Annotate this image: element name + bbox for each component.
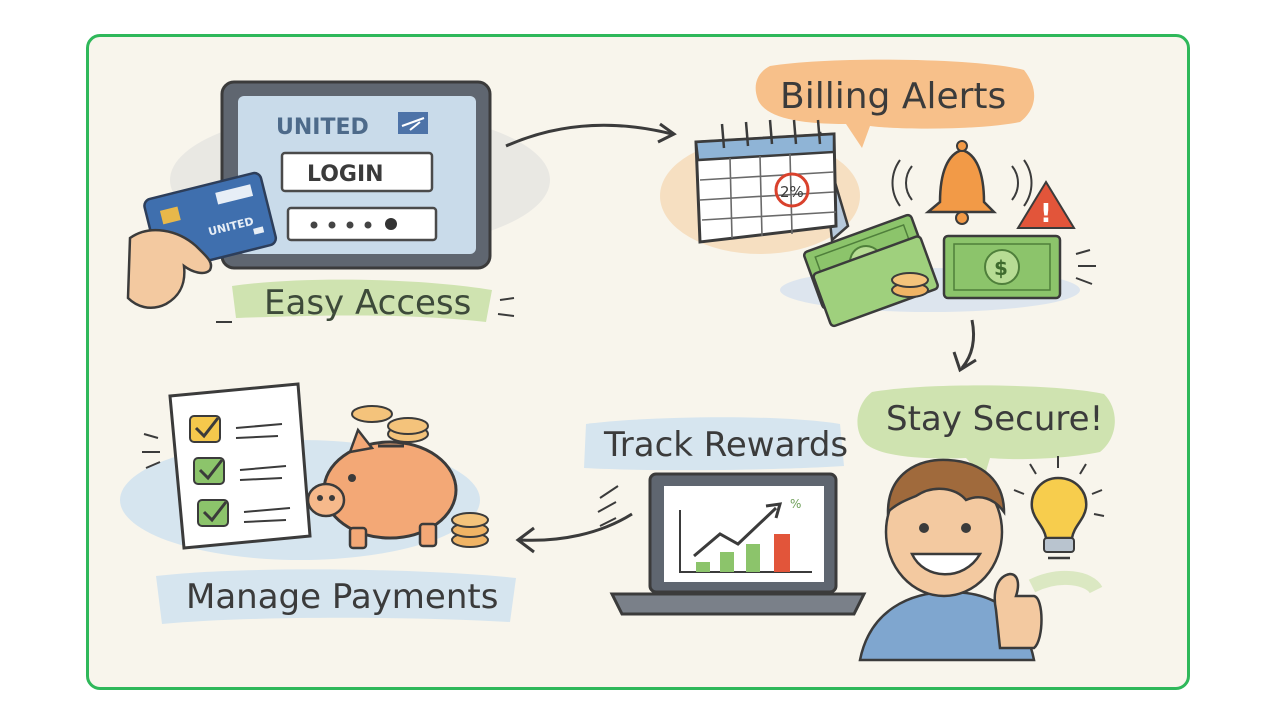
- arrow-head: [515, 526, 535, 554]
- coins-icon: [351, 405, 489, 548]
- arrow-head: [657, 122, 677, 144]
- arrow-icon: [505, 123, 673, 148]
- stay-secure-panel: Stay Secure!: [857, 385, 1115, 662]
- tablet-icon: UNITED LOGIN: [220, 80, 492, 270]
- lightbulb-icon: [1013, 456, 1105, 560]
- calendar-icon: 2%: [694, 119, 850, 244]
- piggy-bank-icon: [306, 427, 458, 550]
- warning-icon: !: [1016, 180, 1076, 229]
- stay-secure-bubble: Stay Secure!: [857, 385, 1115, 478]
- person-icon: [858, 458, 1043, 662]
- track-rewards-caption: Track Rewards: [603, 425, 848, 465]
- bell-icon: [891, 140, 1033, 225]
- hand-icon: [126, 229, 213, 309]
- billing-alerts-caption: Billing Alerts: [780, 76, 1006, 117]
- billing-alerts-panel: Billing Alerts 2% !: [660, 59, 1096, 328]
- bar-chart-icon: %: [679, 497, 812, 573]
- arrow-head: [952, 351, 977, 373]
- easy-access-caption: Easy Access: [264, 283, 471, 323]
- arrow-icon: [519, 512, 633, 542]
- warning-mark: !: [1040, 199, 1052, 229]
- billing-alerts-bubble: Billing Alerts: [755, 59, 1035, 149]
- svg-text:$: $: [994, 256, 1008, 280]
- checklist-icon: [168, 382, 312, 550]
- manage-payments-panel: Manage Payments: [120, 382, 516, 624]
- arrow-icon: [960, 319, 976, 369]
- tablet-brand: UNITED: [276, 115, 369, 140]
- coins-icon: [891, 272, 929, 298]
- easy-access-panel: UNITED LOGIN UNITED Easy Access: [126, 80, 550, 323]
- cash-icon: $ $: [802, 213, 1096, 328]
- chart-mark: %: [790, 497, 801, 511]
- stay-secure-caption: Stay Secure!: [886, 399, 1103, 439]
- track-rewards-panel: Track Rewards %: [584, 417, 867, 616]
- calendar-badge: 2%: [780, 183, 804, 201]
- manage-payments-caption: Manage Payments: [186, 577, 498, 617]
- login-label: LOGIN: [307, 162, 384, 187]
